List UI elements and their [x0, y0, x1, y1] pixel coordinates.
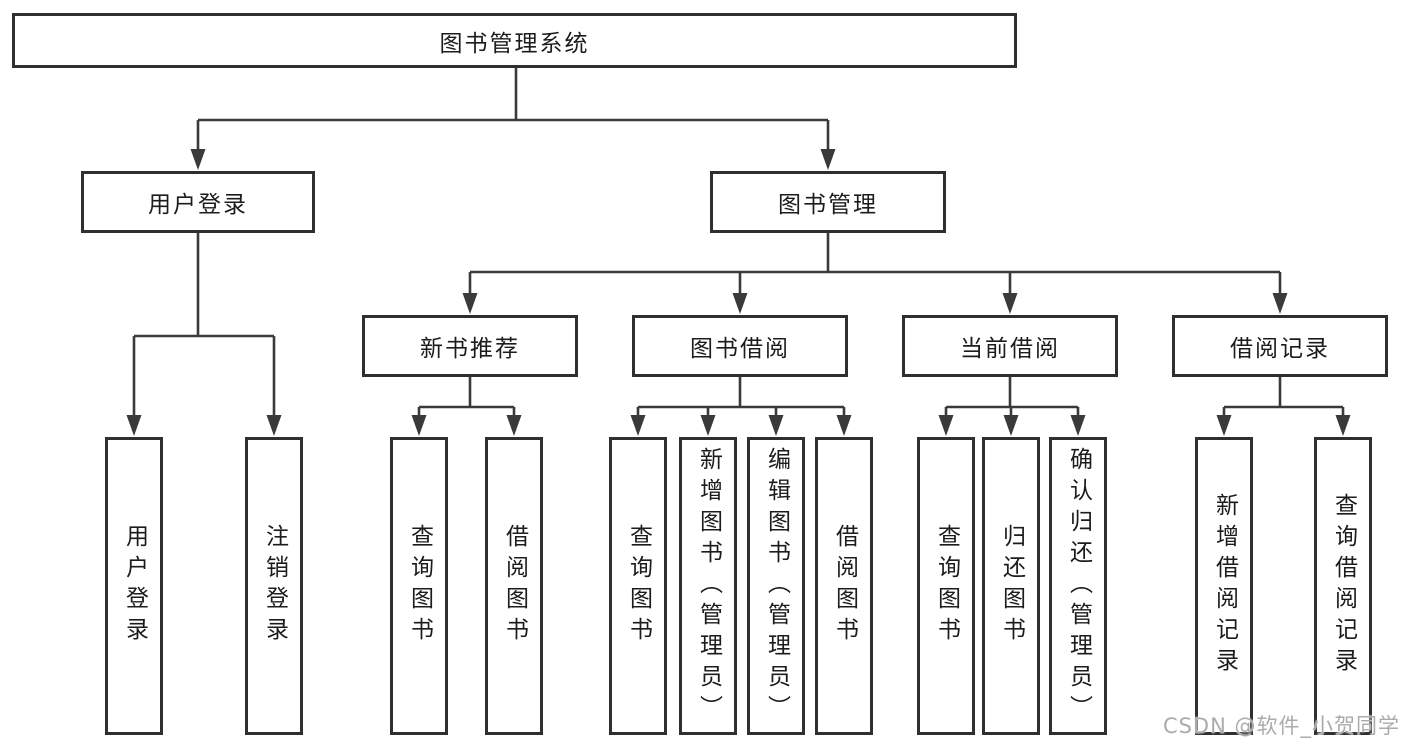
connector-path: [132, 233, 276, 418]
arrowhead-icon: [266, 415, 282, 436]
arrowhead-icon: [411, 415, 427, 436]
connector-path: [417, 377, 516, 418]
leaf-label: 查询借阅记录: [1330, 493, 1357, 679]
leaf-return-books: 归还图书: [982, 437, 1040, 735]
leaf-label: 新增借阅记录: [1211, 493, 1238, 679]
leaf-query-books-current: 查询图书: [917, 437, 975, 735]
leaf-label: 查询图书: [406, 524, 433, 648]
arrowhead-icon: [630, 415, 646, 436]
arrowhead-icon: [1070, 415, 1086, 436]
connector-path: [636, 377, 846, 418]
leaf-query-books-borrow: 查询图书: [609, 437, 667, 735]
node-borrowing-records: 借阅记录: [1172, 315, 1388, 377]
leaf-label: 新增图书（管理员）: [695, 446, 722, 726]
leaf-label: 查询图书: [625, 524, 652, 648]
csdn-watermark: CSDN @软件_小贺同学: [1162, 714, 1400, 738]
node-label: 图书管理系统: [439, 30, 590, 57]
leaf-label: 用户登录: [121, 524, 148, 648]
leaf-add-books-admin: 新增图书（管理员）: [679, 437, 737, 735]
node-label: 图书管理: [778, 192, 878, 218]
node-label: 借阅记录: [1230, 336, 1330, 362]
leaf-borrow-books: 借阅图书: [815, 437, 873, 735]
connector-path: [1222, 377, 1345, 418]
node-label: 用户登录: [148, 192, 248, 218]
leaf-confirm-return-admin: 确认归还（管理员）: [1049, 437, 1107, 735]
node-label: 新书推荐: [420, 336, 520, 362]
leaf-label: 借阅图书: [831, 524, 858, 648]
arrowhead-icon: [190, 149, 206, 170]
leaf-label: 查询图书: [933, 524, 960, 648]
leaf-query-borrow-record: 查询借阅记录: [1314, 437, 1372, 735]
node-current-borrowing: 当前借阅: [902, 315, 1118, 377]
arrowhead-icon: [700, 415, 716, 436]
arrowhead-icon: [820, 149, 836, 170]
arrowhead-icon: [732, 293, 748, 314]
connector-path: [944, 377, 1080, 418]
arrowhead-icon: [462, 293, 478, 314]
node-label: 当前借阅: [960, 336, 1060, 362]
arrowhead-icon: [1272, 293, 1288, 314]
leaf-label: 注销登录: [261, 524, 288, 648]
arrowhead-icon: [768, 415, 784, 436]
arrowhead-icon: [1216, 415, 1232, 436]
arrowhead-icon: [836, 415, 852, 436]
arrowhead-icon: [1335, 415, 1351, 436]
node-library-management-system: 图书管理系统: [12, 13, 1017, 68]
connector-path: [196, 68, 830, 152]
connector-path: [468, 233, 1282, 296]
node-label: 图书借阅: [690, 336, 790, 362]
leaf-label: 确认归还（管理员）: [1065, 446, 1092, 726]
leaf-label: 借阅图书: [501, 524, 528, 648]
arrowhead-icon: [506, 415, 522, 436]
arrowhead-icon: [1003, 415, 1019, 436]
node-book-management: 图书管理: [710, 171, 946, 233]
node-user-login: 用户登录: [81, 171, 315, 233]
leaf-add-borrow-record: 新增借阅记录: [1195, 437, 1253, 735]
leaf-edit-books-admin: 编辑图书（管理员）: [747, 437, 805, 735]
node-book-borrowing: 图书借阅: [632, 315, 848, 377]
arrowhead-icon: [126, 415, 142, 436]
leaf-label: 归还图书: [998, 524, 1025, 648]
leaf-label: 编辑图书（管理员）: [763, 446, 790, 726]
leaf-user-login: 用户登录: [105, 437, 163, 735]
leaf-borrow-books-recommend: 借阅图书: [485, 437, 543, 735]
node-new-book-recommendation: 新书推荐: [362, 315, 578, 377]
leaf-query-books-recommend: 查询图书: [390, 437, 448, 735]
leaf-logout: 注销登录: [245, 437, 303, 735]
arrowhead-icon: [938, 415, 954, 436]
arrowhead-icon: [1002, 293, 1018, 314]
